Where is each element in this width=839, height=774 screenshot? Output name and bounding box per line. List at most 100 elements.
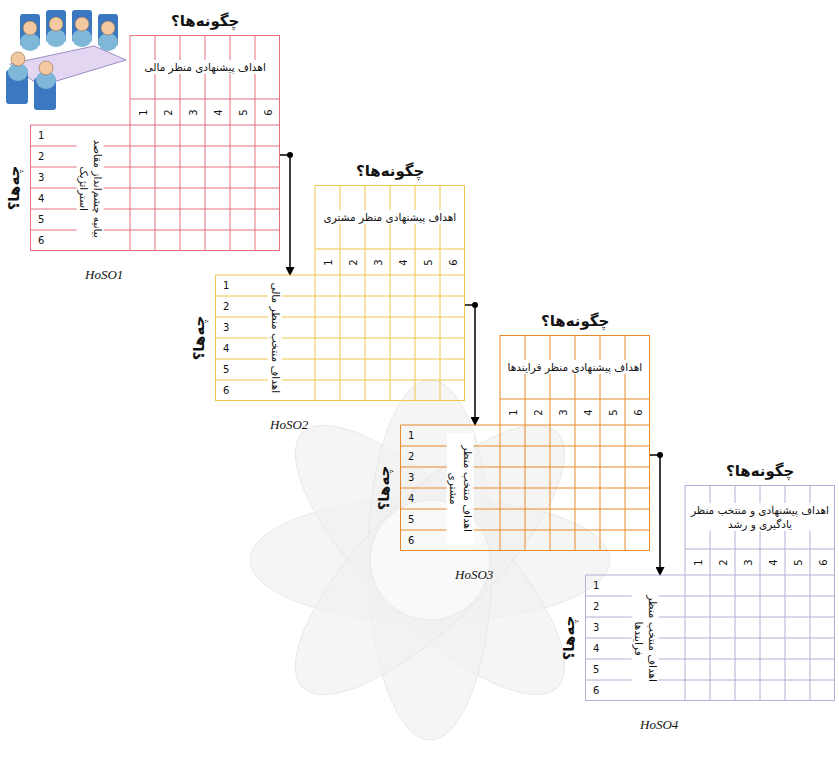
grid-line [215, 317, 465, 318]
grid-line [500, 335, 501, 551]
matrix-title: چگونه‌ها؟ [541, 312, 609, 332]
person-body [98, 33, 118, 51]
person-head [11, 52, 25, 66]
table-number: 2 [593, 601, 599, 612]
flow-arrow [465, 305, 475, 425]
arrow-dot [287, 152, 293, 158]
table-number: 2 [347, 259, 358, 265]
table-number: 6 [408, 535, 414, 546]
table-number: 3 [372, 259, 383, 265]
table-number: 1 [593, 580, 599, 591]
column-header: اهداف پیشنهادی و منتخب منظر یادگیری و رش… [689, 503, 831, 531]
hoso-matrix: چگونه‌ها؟اهداف پیشنهادی منظر فرایندهاچه‌… [400, 425, 650, 551]
person-head [23, 21, 37, 35]
table-number: 1 [408, 430, 414, 441]
grid-line [685, 485, 686, 701]
table-number: 2 [532, 409, 543, 415]
table-number: 4 [212, 109, 223, 115]
watermark-petal [368, 380, 492, 740]
grid-line [215, 380, 465, 381]
table-number: 3 [408, 472, 414, 483]
grid-line [279, 35, 280, 251]
hoso-matrix: چگونه‌ها؟اهداف پیشنهادی منظر مشتریچه‌ها؟… [215, 275, 465, 401]
hoso-matrix: چگونه‌ها؟اهداف پیشنهادی منظر مالیچه‌ها؟ب… [30, 125, 280, 251]
hoso-matrix: چگونه‌ها؟اهداف پیشنهادی و منتخب منظر یاد… [585, 575, 835, 701]
grid-line [649, 335, 650, 551]
person-head [75, 17, 89, 31]
matrix-title: چگونه‌ها؟ [356, 162, 424, 182]
person-head [39, 61, 53, 75]
axis-label: چه‌ها؟ [190, 316, 208, 361]
table-number: 5 [593, 664, 599, 675]
grid-line [585, 617, 835, 618]
table-number: 4 [582, 409, 593, 415]
table-number: 5 [422, 259, 433, 265]
axis-label: چه‌ها؟ [560, 616, 578, 661]
grid-line [30, 188, 280, 189]
matrix-caption: HoSO4 [640, 717, 678, 733]
column-header: اهداف پیشنهادی منظر مشتری [322, 210, 459, 224]
table-number: 4 [397, 259, 408, 265]
table-number: 1 [223, 280, 229, 291]
table-number: 4 [767, 559, 778, 565]
table-number: 5 [607, 409, 618, 415]
grid-line [400, 509, 650, 510]
grid-line [585, 638, 835, 639]
table-number: 5 [408, 514, 414, 525]
grid-line [585, 680, 835, 681]
person-body [72, 29, 92, 47]
table-number: 1 [38, 130, 44, 141]
table-number: 2 [38, 151, 44, 162]
table-number: 6 [447, 259, 458, 265]
grid-line [30, 146, 280, 147]
table-number: 6 [262, 109, 273, 115]
row-header: بیانیه چشم‌انداز مقاصد استراتژیک [76, 132, 103, 244]
row-header: اهداف منتخب منظر مشتری [446, 432, 473, 544]
grid-line [315, 185, 316, 401]
matrix-title: چگونه‌ها؟ [171, 12, 239, 32]
grid-line [464, 185, 465, 401]
row-header: اهداف منتخب منظر مالی [268, 282, 282, 394]
table-number: 6 [38, 235, 44, 246]
matrix-caption: HoSO1 [85, 267, 123, 283]
grid-line [585, 596, 835, 597]
grid-line [400, 446, 650, 447]
table-number: 3 [593, 622, 599, 633]
table-number: 5 [38, 214, 44, 225]
grid-line [834, 485, 835, 701]
flow-arrow [280, 155, 290, 275]
table-number: 1 [322, 259, 333, 265]
table-number: 3 [742, 559, 753, 565]
table-number: 5 [223, 364, 229, 375]
axis-label: چه‌ها؟ [5, 166, 23, 211]
grid-line [215, 359, 465, 360]
row-header: اهداف منتخب منظر فرایندها [631, 582, 658, 694]
meeting-icon [2, 2, 130, 114]
person-body [46, 29, 66, 47]
table-number: 4 [593, 643, 599, 654]
table-number: 3 [187, 109, 198, 115]
grid-line [585, 659, 835, 660]
arrow-dot [472, 302, 478, 308]
grid-line [215, 296, 465, 297]
table-number: 2 [717, 559, 728, 565]
table-number: 6 [223, 385, 229, 396]
person-head [49, 17, 63, 31]
table-number: 1 [507, 409, 518, 415]
grid-line [400, 530, 650, 531]
table-number: 3 [557, 409, 568, 415]
table-number: 2 [162, 109, 173, 115]
watermark-rosette [250, 380, 610, 740]
table-number: 3 [38, 172, 44, 183]
table-number: 4 [38, 193, 44, 204]
column-header: اهداف پیشنهادی منظر مالی [143, 60, 268, 74]
table-number: 6 [632, 409, 643, 415]
table-number: 1 [137, 109, 148, 115]
table-number: 1 [692, 559, 703, 565]
flow-arrow [650, 455, 660, 575]
axis-label: چه‌ها؟ [375, 466, 393, 511]
table-number: 2 [223, 301, 229, 312]
